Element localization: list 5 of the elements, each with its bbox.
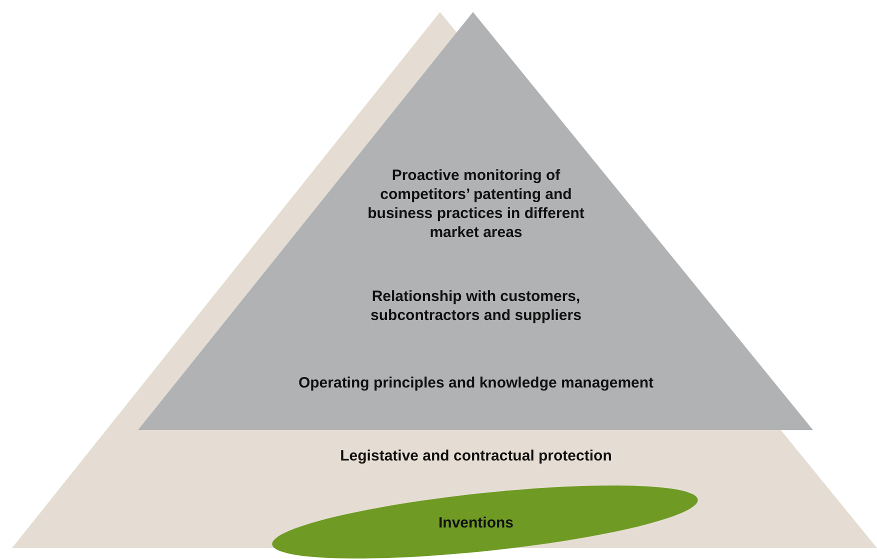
tier-label: Operating principles and knowledge management — [298, 374, 654, 392]
tier-label: Legistative and contractual protection — [340, 446, 612, 466]
tier-label: Proactive monitoring of competitors’ patenting and business practices in different market areas — [366, 166, 586, 242]
tier-label: Relationship with customers, subcontractors and suppliers — [370, 287, 582, 325]
tier-label: Inventions — [438, 514, 514, 532]
